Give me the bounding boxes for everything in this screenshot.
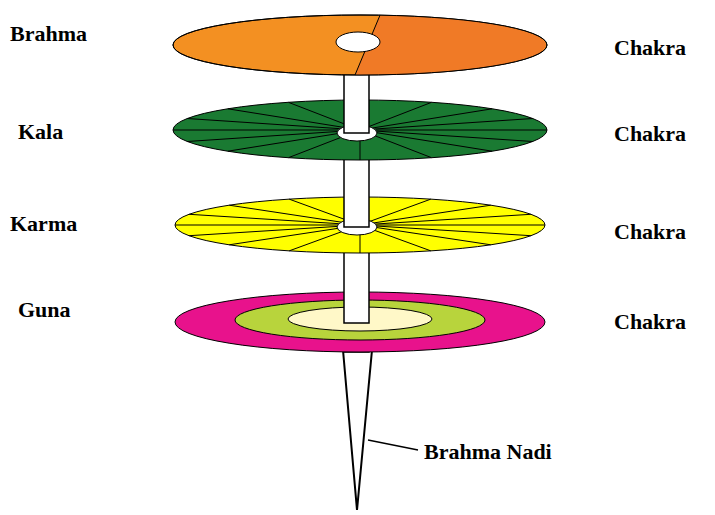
chakra-name: Brahma [10,22,87,46]
chakra-word: Chakra [614,220,686,244]
chakra-word: Chakra [614,36,686,60]
chakra-name: Guna [18,298,71,322]
chakra-word: Chakra [614,310,686,334]
nadi-label: Brahma Nadi [424,440,552,464]
disc-hole [336,32,380,52]
brahma-nadi-spindle [343,350,372,510]
chakra-name: Karma [10,212,77,236]
chakra-word: Chakra [614,122,686,146]
brahma-outline [173,15,547,75]
brahma-disc-half [355,15,546,75]
chakra-name: Kala [18,120,63,144]
brahma-disc [173,15,547,75]
leader-line [368,440,418,450]
